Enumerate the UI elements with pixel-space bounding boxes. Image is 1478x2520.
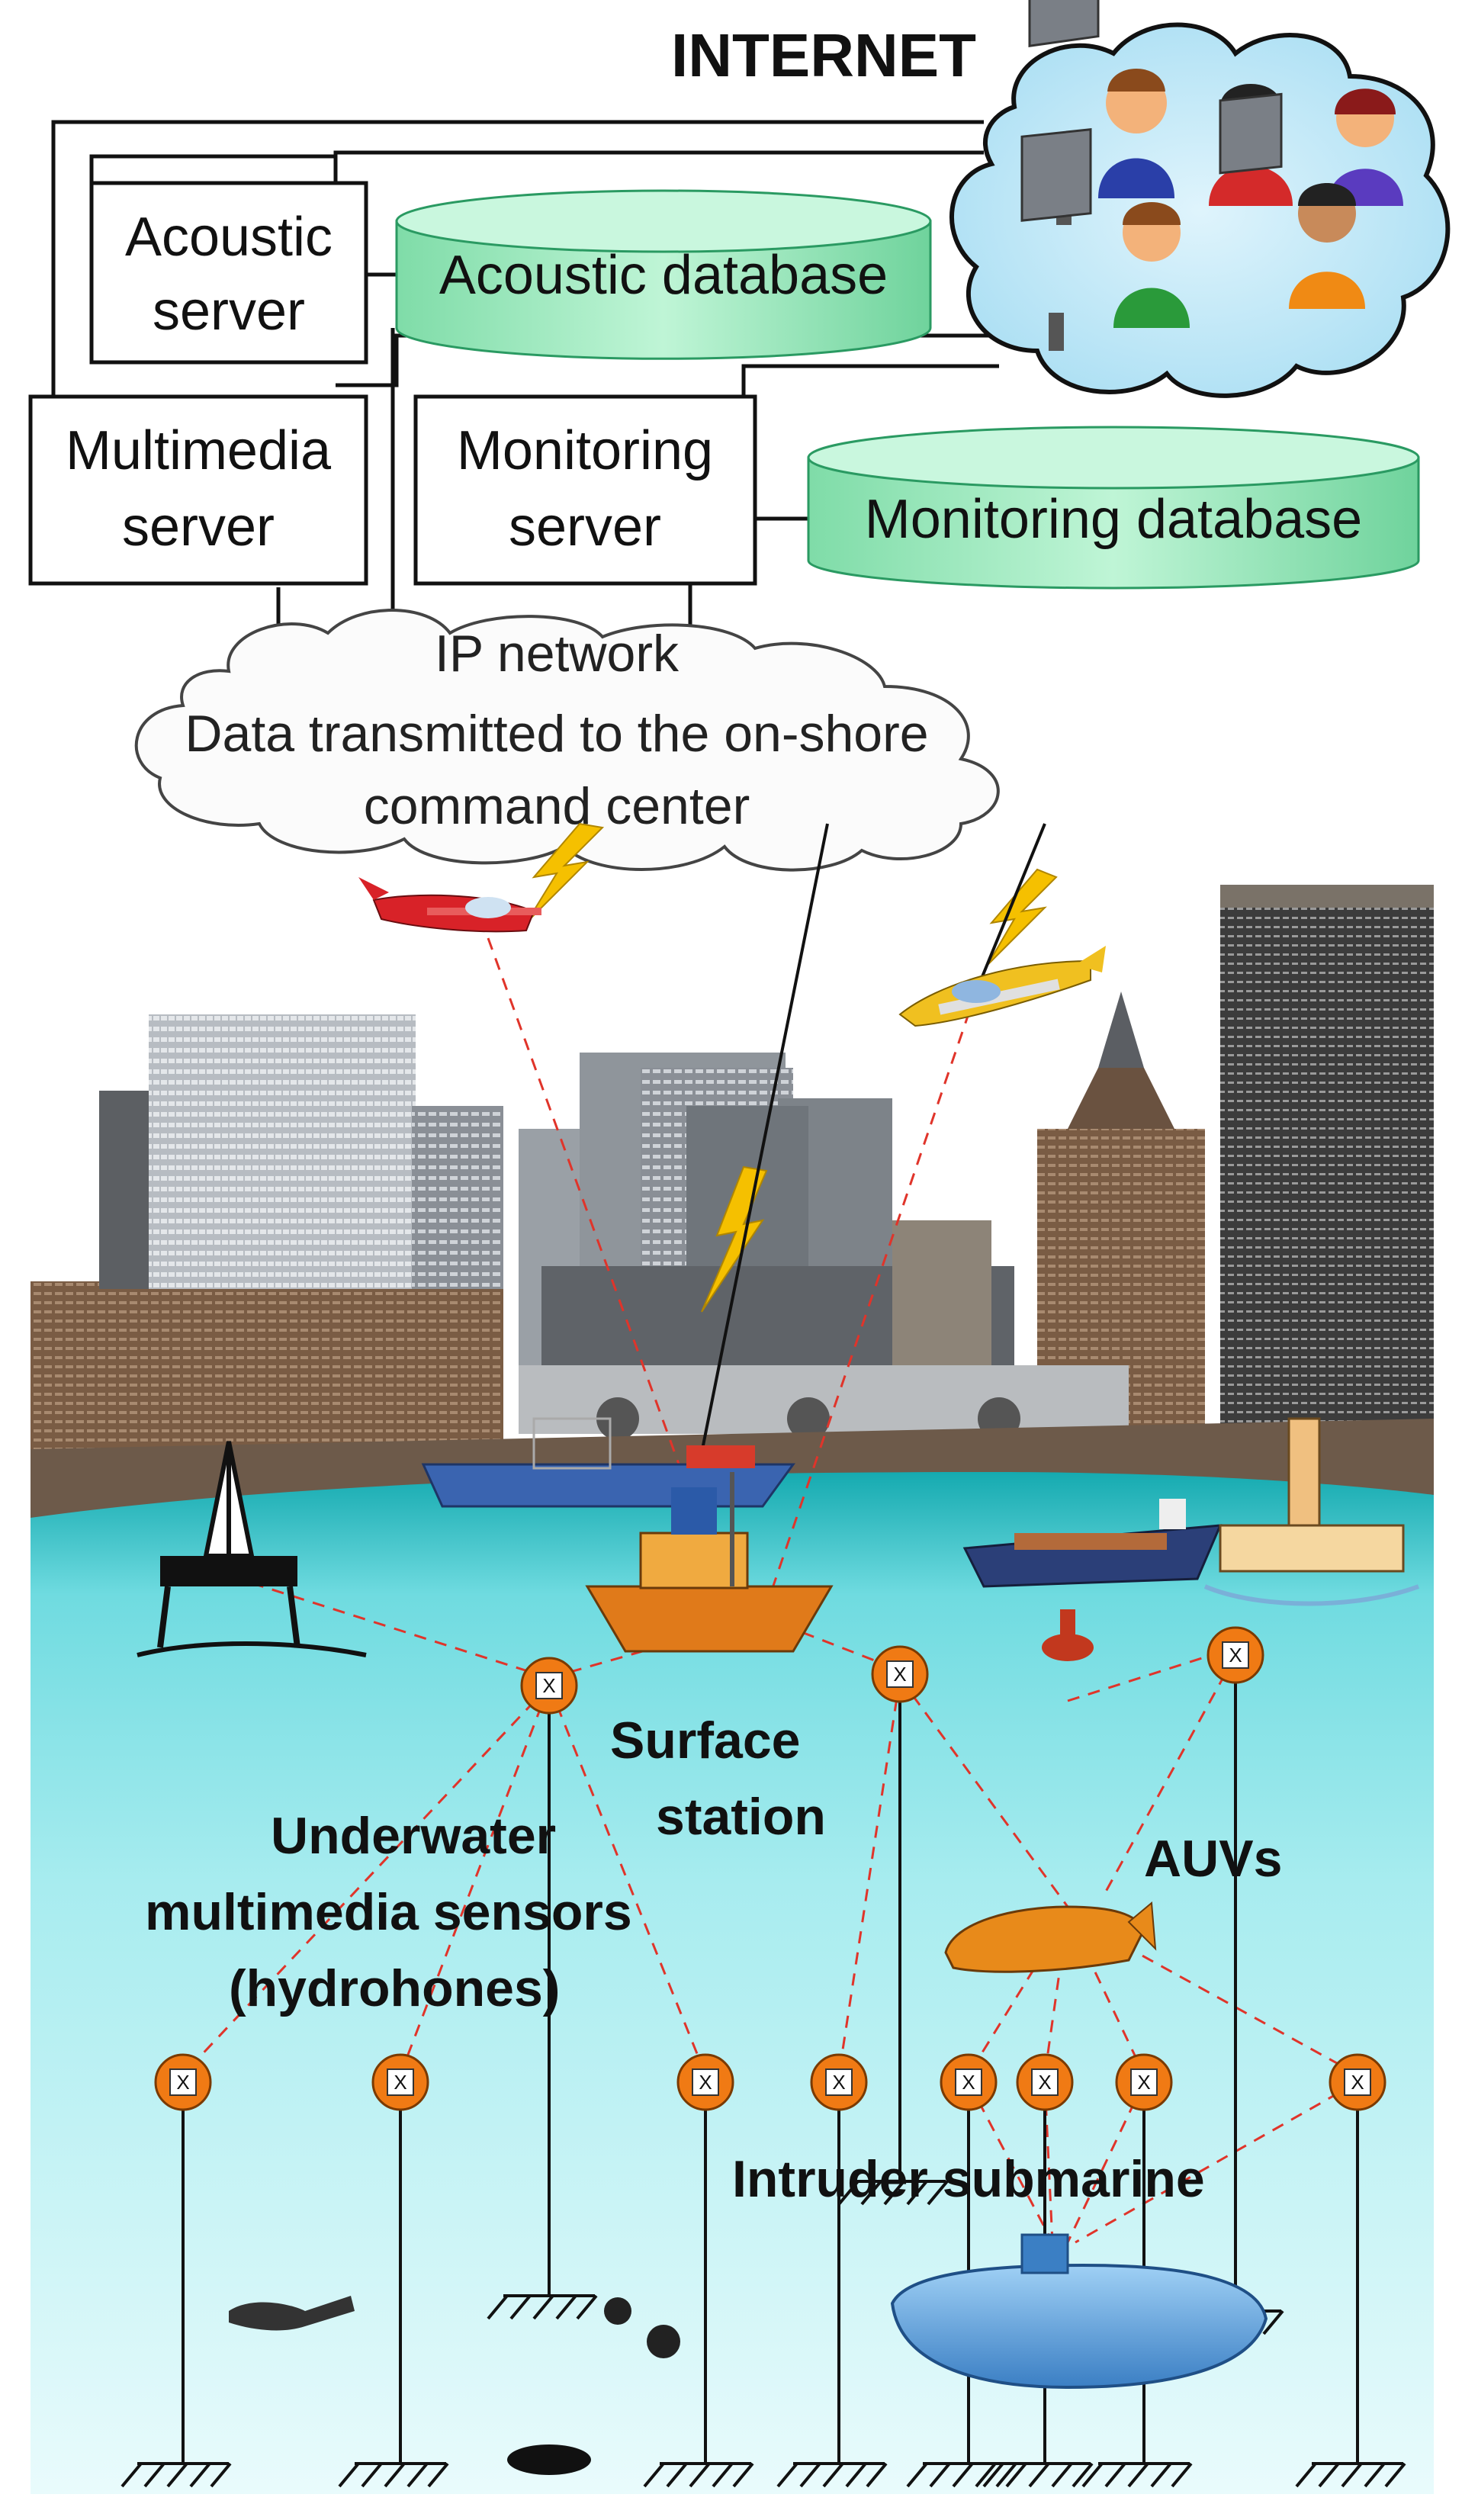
server-connection-lines bbox=[51, 120, 999, 671]
sensor-symbol: X bbox=[699, 2071, 712, 2094]
sensor-anchor-icon bbox=[906, 2462, 1017, 2488]
sensor-symbol: X bbox=[1038, 2071, 1051, 2094]
sensor-anchor-icon bbox=[643, 2462, 754, 2488]
sensor-node: X bbox=[1295, 2053, 1406, 2488]
monitoring-server: Monitoring server bbox=[413, 394, 757, 586]
red-plane-icon bbox=[358, 877, 541, 933]
acoustic-server: Acoustic server bbox=[89, 181, 368, 365]
sea-plant-icon bbox=[507, 2444, 591, 2475]
sensor-anchor-icon bbox=[982, 2462, 1094, 2488]
ip-network-destination: command center bbox=[364, 777, 750, 835]
acoustic-database: Acoustic database bbox=[395, 189, 932, 360]
sensor-symbol: X bbox=[1351, 2071, 1364, 2094]
water-body bbox=[31, 1472, 1434, 2494]
acoustic-server-label-1: Acoustic bbox=[125, 207, 333, 268]
auv-icon bbox=[944, 1901, 1157, 1973]
auvs-label: AUVs bbox=[1144, 1830, 1282, 1888]
sensor-node: X bbox=[982, 2053, 1094, 2488]
buoy-icon bbox=[1042, 1609, 1094, 1661]
user-icon bbox=[1219, 92, 1365, 309]
sensor-symbol: X bbox=[832, 2071, 845, 2094]
sensor-symbol: X bbox=[962, 2071, 975, 2094]
monitoring-server-label-2: server bbox=[509, 497, 661, 558]
sensor-anchor-icon bbox=[120, 2462, 232, 2488]
sensor-node: X bbox=[837, 1645, 949, 2206]
sensor-symbol: X bbox=[542, 1674, 555, 1697]
sensors-label-2: multimedia sensors bbox=[145, 1883, 632, 1941]
ip-network-cloud: IP network Data transmitted to the on-sh… bbox=[134, 609, 1000, 872]
diver-icon bbox=[229, 2296, 355, 2331]
sensor-node: X bbox=[338, 2053, 449, 2488]
multimedia-server: Multimedia server bbox=[28, 394, 368, 586]
sensor-anchor-icon bbox=[776, 2462, 888, 2488]
sensor-anchor-icon bbox=[487, 2294, 598, 2320]
oil-platform-icon bbox=[137, 1441, 367, 1657]
yellow-plane-icon bbox=[898, 946, 1106, 1027]
acoustic-server-label-2: server bbox=[153, 281, 305, 342]
internet-cloud: INTERNET bbox=[671, 0, 1451, 398]
sensor-anchor-icon bbox=[1295, 2462, 1406, 2488]
sensor-symbol: X bbox=[176, 2071, 189, 2094]
monitoring-database-label: Monitoring database bbox=[865, 489, 1362, 550]
surface-station-ship-icon bbox=[585, 1472, 834, 1653]
user-icon bbox=[1020, 128, 1190, 351]
sensor-anchor-icon bbox=[837, 2180, 949, 2206]
sensor-anchor-icon bbox=[1081, 2462, 1193, 2488]
sensor-node: X bbox=[776, 2053, 888, 2488]
radio-uplink bbox=[696, 823, 1046, 1473]
sensor-symbol: X bbox=[1229, 1644, 1242, 1667]
multimedia-server-label-1: Multimedia bbox=[66, 420, 332, 481]
intruder-submarine-icon bbox=[890, 2233, 1268, 2390]
monitoring-database: Monitoring database bbox=[807, 426, 1420, 590]
offshore-rig-icon bbox=[1203, 1417, 1420, 1606]
internet-title: INTERNET bbox=[671, 21, 976, 89]
user-icon bbox=[1028, 0, 1174, 225]
sensors-label-1: Underwater bbox=[271, 1807, 556, 1865]
ip-network-title: IP network bbox=[435, 625, 680, 683]
multimedia-server-label-2: server bbox=[122, 497, 275, 558]
acoustic-database-label: Acoustic database bbox=[439, 245, 888, 306]
sensor-node: X bbox=[906, 2053, 1017, 2488]
sea-urchin-icon bbox=[604, 2297, 680, 2358]
sensor-symbol: X bbox=[394, 2071, 406, 2094]
sensor-symbol: X bbox=[893, 1663, 906, 1686]
cargo-ship-icon bbox=[962, 1499, 1223, 1588]
surface-station-label-1: Surface bbox=[610, 1712, 800, 1769]
sensor-node: X bbox=[643, 2053, 754, 2488]
intruder-submarine-label: Intruder submarine bbox=[732, 2150, 1205, 2208]
sensor-node: X bbox=[120, 2053, 232, 2488]
annotation-labels: Surface station Underwater multimedia se… bbox=[145, 1712, 1282, 2208]
monitoring-server-label-1: Monitoring bbox=[457, 420, 713, 481]
sensor-anchor-icon bbox=[338, 2462, 449, 2488]
surface-station-label-2: station bbox=[656, 1788, 826, 1846]
ip-network-description: Data transmitted to the on-shore bbox=[185, 705, 928, 763]
sensor-symbol: X bbox=[1137, 2071, 1150, 2094]
sensor-layer: X X X X X X X X X X X bbox=[120, 1626, 1406, 2488]
sensor-node: X bbox=[487, 1657, 598, 2320]
user-icon bbox=[1327, 88, 1403, 206]
sensor-node: X bbox=[1081, 2053, 1193, 2488]
sensors-label-3: (hydrohones) bbox=[229, 1959, 560, 2017]
